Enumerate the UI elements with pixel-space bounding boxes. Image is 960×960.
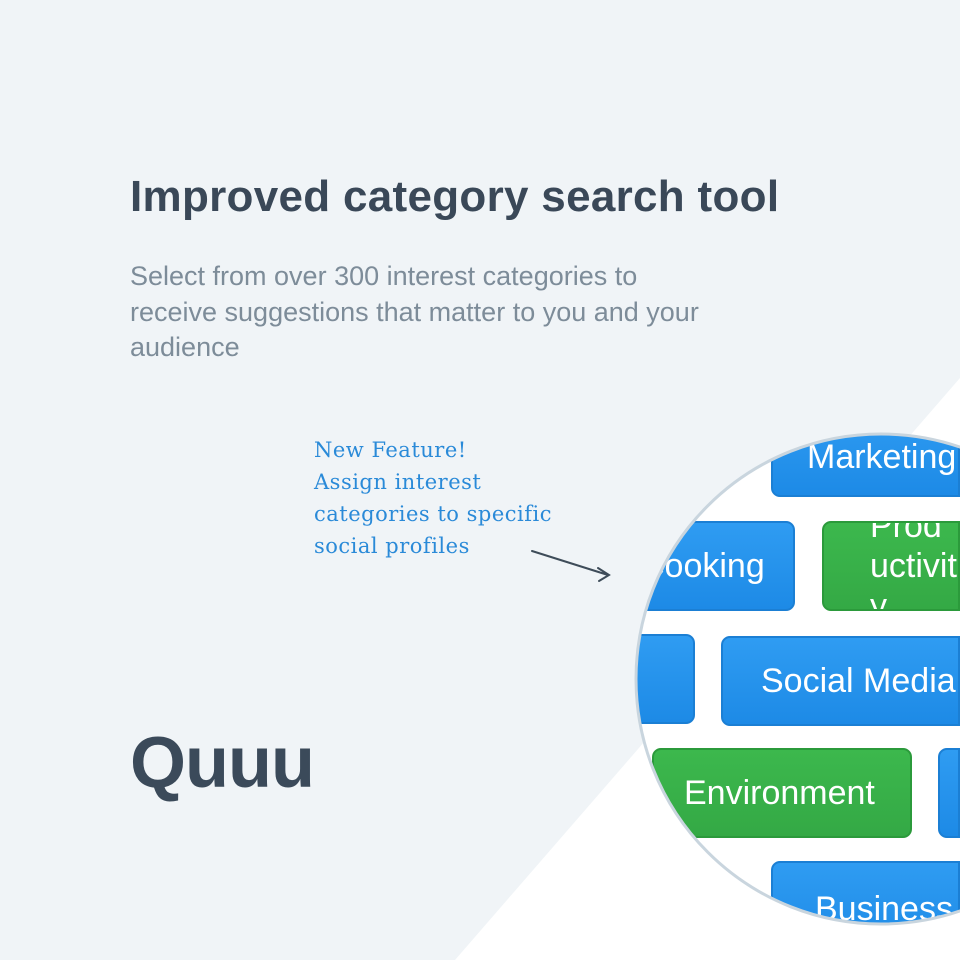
page-subtitle: Select from over 300 interest categories…: [130, 261, 699, 362]
category-label: Cooking: [640, 547, 765, 585]
category-tile[interactable]: Social Media: [721, 636, 960, 726]
category-label: Productivity: [870, 521, 957, 611]
category-tile[interactable]: Productivity: [822, 521, 960, 611]
category-tile[interactable]: Environment: [652, 748, 912, 838]
category-tile[interactable]: [938, 748, 960, 838]
quuu-logo: Quuu: [130, 723, 315, 803]
category-label: Marketing: [807, 438, 957, 476]
new-feature-note: New Feature! Assign interest categories …: [314, 438, 553, 558]
arrow-icon: [531, 550, 611, 582]
category-tile[interactable]: [636, 634, 695, 724]
category-label: Environment: [684, 774, 875, 812]
page-title: Improved category search tool: [130, 172, 780, 221]
category-label: Social Media: [761, 662, 956, 700]
